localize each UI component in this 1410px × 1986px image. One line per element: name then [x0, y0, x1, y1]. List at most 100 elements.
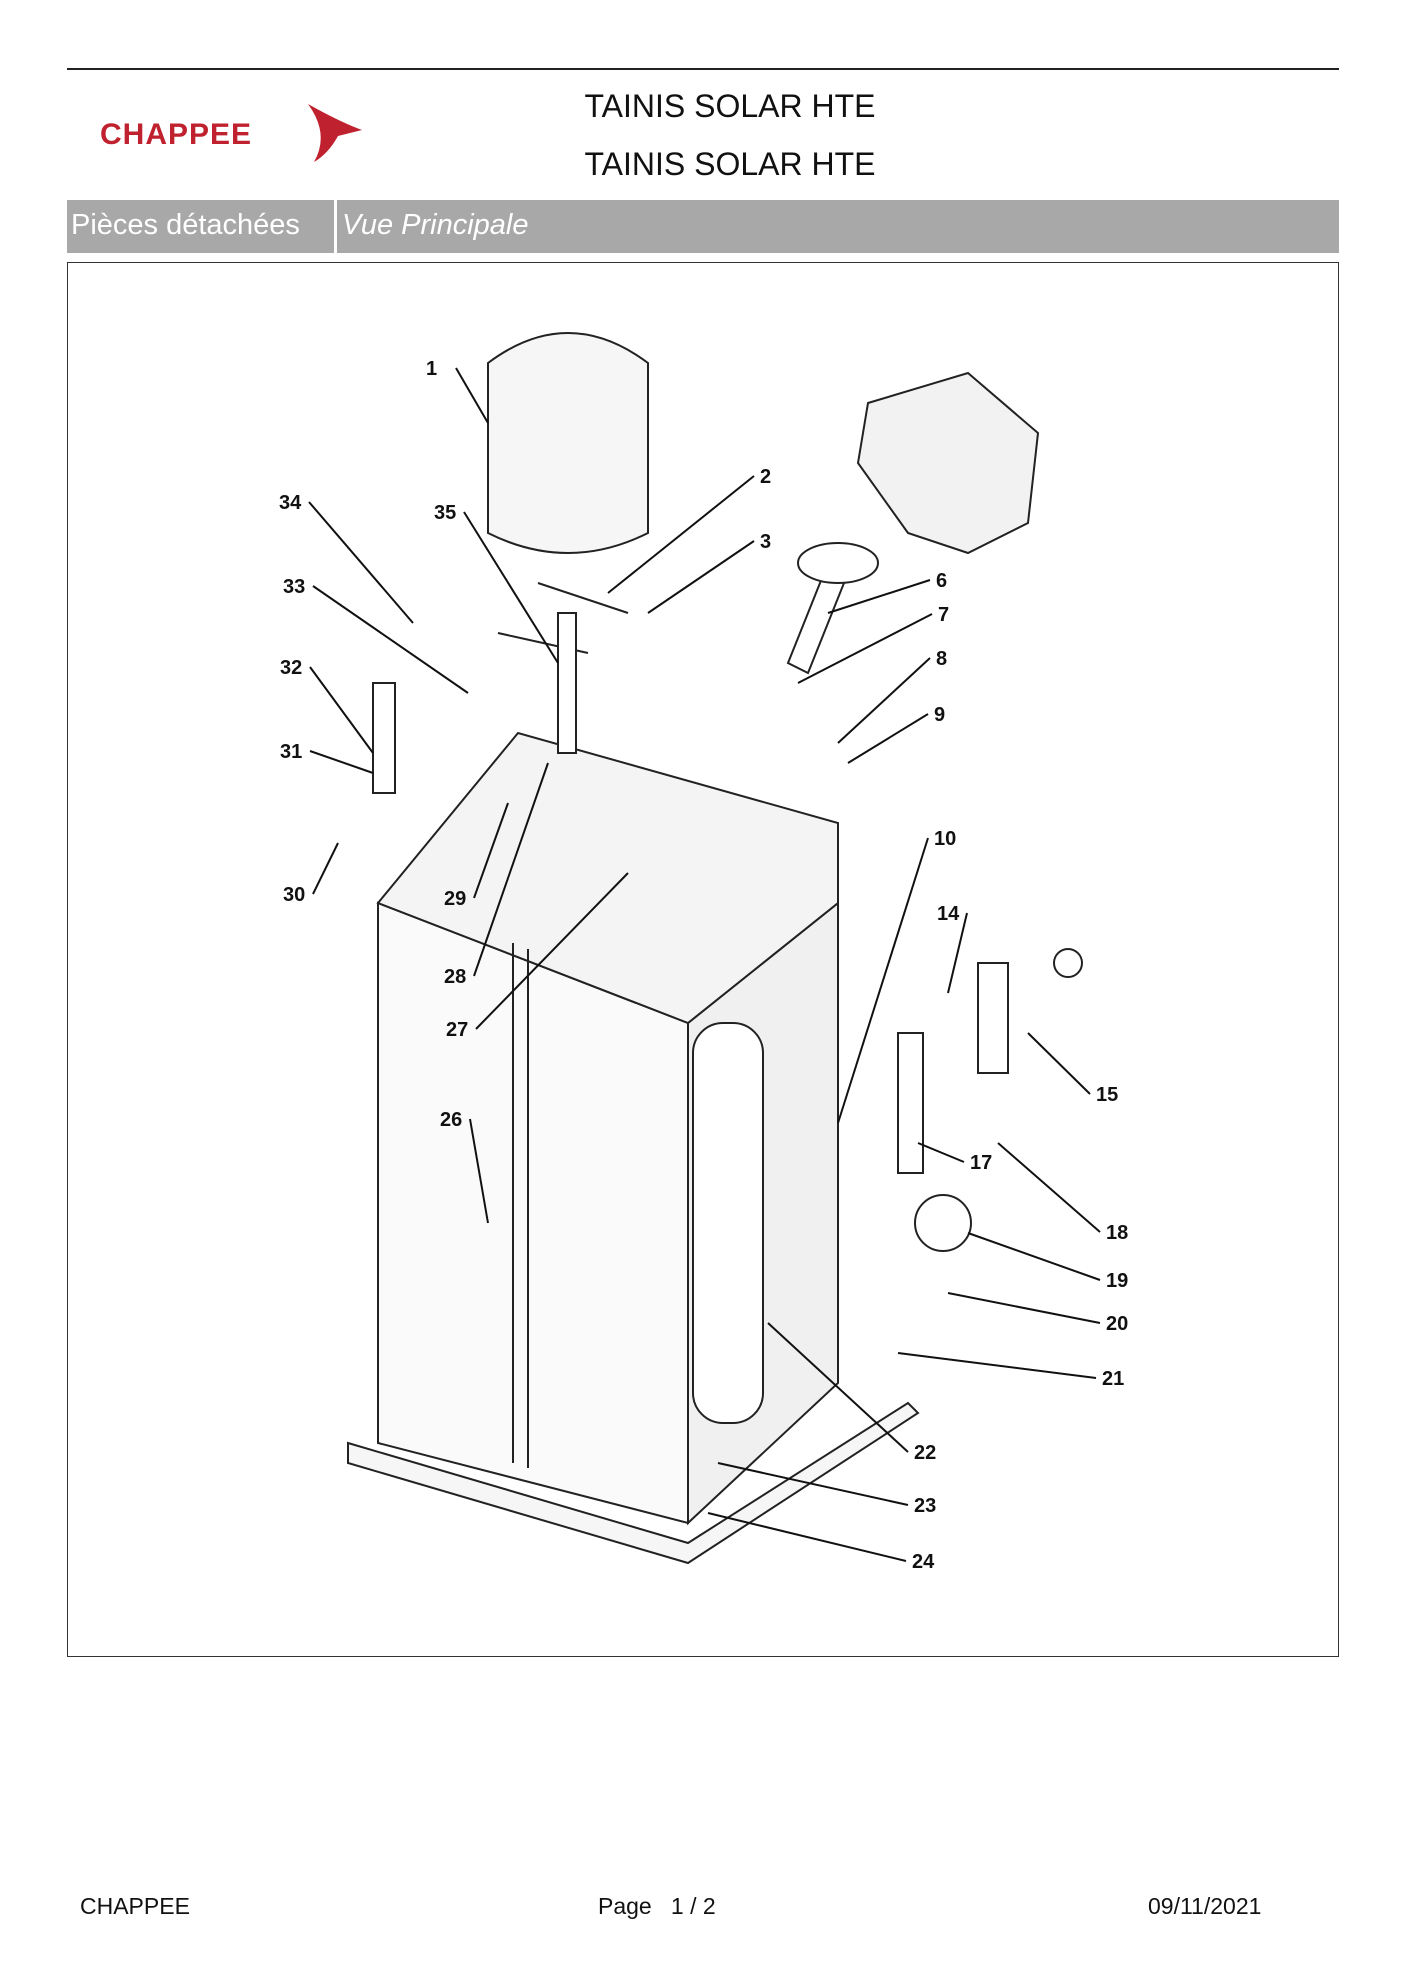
callout-number: 14: [937, 903, 960, 925]
callout-number: 9: [934, 704, 945, 726]
callout-number: 23: [914, 1495, 936, 1517]
callout-20: 20: [947, 1292, 1128, 1335]
section-bar: Pièces détachées Vue Principale: [67, 200, 1339, 253]
leader-line: [463, 511, 559, 664]
callout-15: 15: [1027, 1032, 1118, 1106]
callout-1: 1: [426, 358, 489, 424]
leader-line: [847, 713, 929, 764]
callout-number: 27: [446, 1019, 468, 1041]
callout-26: 26: [440, 1109, 489, 1224]
leader-line: [717, 1462, 909, 1506]
logo-text: CHAPPEE: [100, 118, 253, 151]
callout-34: 34: [279, 492, 414, 624]
page-label: Page: [598, 1893, 652, 1919]
callout-2: 2: [607, 466, 771, 594]
footer-page: Page 1 / 2: [598, 1893, 716, 1920]
leader-line: [797, 613, 933, 684]
leader-line: [309, 750, 374, 774]
footer-brand: CHAPPEE: [80, 1893, 190, 1919]
leader-line: [707, 1512, 907, 1562]
leader-line: [473, 762, 549, 977]
callout-8: 8: [837, 648, 947, 744]
callout-number: 28: [444, 966, 466, 988]
callout-number: 26: [440, 1109, 462, 1131]
callout-number: 30: [283, 884, 305, 906]
callout-number: 1: [426, 358, 437, 380]
logo-swoosh-icon: [308, 104, 362, 162]
callout-number: 34: [279, 492, 302, 514]
leader-line: [827, 579, 931, 614]
header-divider: [67, 68, 1339, 70]
callout-number: 21: [1102, 1368, 1124, 1390]
leader-line: [312, 842, 339, 895]
leader-line: [309, 666, 374, 754]
callout-10: 10: [837, 828, 956, 1124]
leader-line: [967, 1232, 1101, 1281]
leader-line: [837, 657, 931, 744]
callout-24: 24: [707, 1512, 935, 1573]
callout-7: 7: [797, 604, 949, 684]
footer-date: 09/11/2021: [1148, 1893, 1262, 1919]
callout-6: 6: [827, 570, 947, 614]
leader-line: [469, 1118, 489, 1224]
callout-27: 27: [446, 872, 629, 1041]
boiler-unit-drawing: [347, 332, 1083, 1565]
chappee-logo: CHAPPEE: [100, 102, 370, 164]
callout-35: 35: [434, 502, 559, 664]
callout-21: 21: [897, 1352, 1124, 1390]
leader-line: [607, 475, 755, 594]
callout-number: 35: [434, 502, 456, 524]
callout-9: 9: [847, 704, 945, 764]
callout-number: 6: [936, 570, 947, 592]
callout-23: 23: [717, 1462, 936, 1517]
callout-number: 18: [1106, 1222, 1128, 1244]
callout-32: 32: [280, 657, 374, 754]
callout-number: 20: [1106, 1313, 1128, 1335]
leader-line: [308, 501, 414, 624]
callout-29: 29: [444, 802, 509, 910]
callout-3: 3: [647, 531, 771, 614]
callout-22: 22: [767, 1322, 936, 1464]
leader-line: [947, 1292, 1101, 1324]
callout-number: 31: [280, 741, 302, 763]
bar-divider: [334, 200, 337, 253]
leader-line: [837, 837, 929, 1124]
callout-33: 33: [283, 576, 469, 694]
callout-number: 22: [914, 1442, 936, 1464]
callout-31: 31: [280, 741, 374, 774]
leader-line: [475, 872, 629, 1030]
view-label: Vue Principale: [342, 209, 529, 241]
leader-line: [767, 1322, 909, 1453]
callout-17: 17: [917, 1142, 992, 1174]
diagram-drawing: 1236789101415171819202122232426272829303…: [279, 332, 1128, 1573]
callout-number: 10: [934, 828, 956, 850]
page-number: 1 / 2: [670, 1893, 716, 1919]
category-label: Pièces détachées: [71, 209, 300, 241]
callout-14: 14: [937, 903, 968, 994]
leader-line: [1027, 1032, 1091, 1095]
callout-number: 24: [912, 1551, 935, 1573]
document-subtitle: TAINIS SOLAR HTE: [584, 146, 876, 182]
callout-number: 19: [1106, 1270, 1128, 1292]
callout-number: 32: [280, 657, 302, 679]
leader-line: [997, 1142, 1101, 1233]
callout-number: 29: [444, 888, 466, 910]
leader-line: [647, 540, 755, 614]
leader-line: [455, 367, 489, 424]
callout-number: 2: [760, 466, 771, 488]
callout-28: 28: [444, 762, 549, 988]
leader-line: [473, 802, 509, 899]
callout-number: 7: [938, 604, 949, 626]
callout-30: 30: [283, 842, 339, 906]
document-title: TAINIS SOLAR HTE: [584, 88, 876, 124]
callout-18: 18: [997, 1142, 1128, 1244]
leader-line: [917, 1142, 965, 1163]
callout-number: 15: [1096, 1084, 1118, 1106]
callout-number: 3: [760, 531, 771, 553]
callout-19: 19: [967, 1232, 1128, 1292]
callout-number: 17: [970, 1152, 992, 1174]
callout-number: 33: [283, 576, 305, 598]
leader-line: [312, 585, 469, 694]
